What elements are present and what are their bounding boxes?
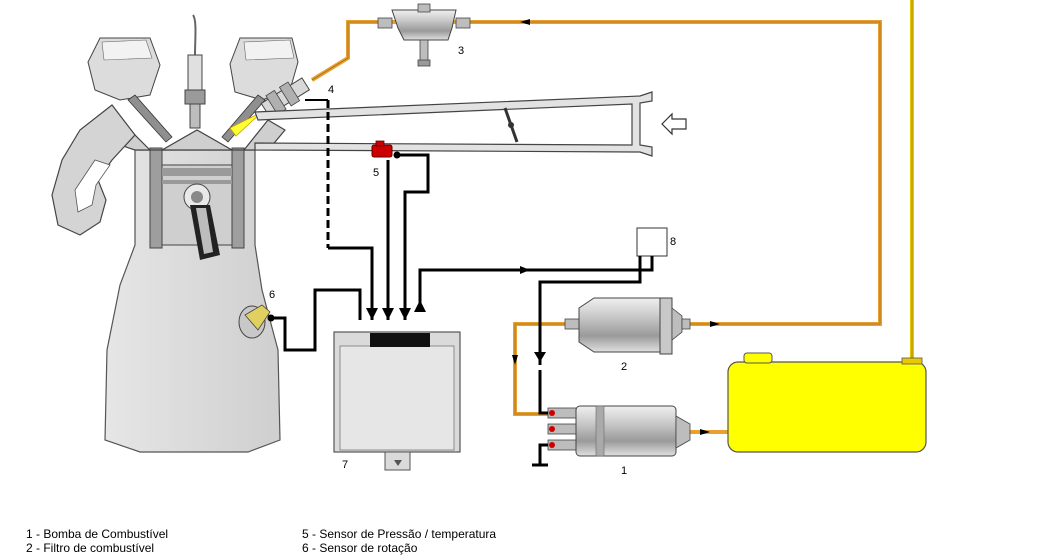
fuel-filter: [564, 297, 691, 355]
injector-spray: [229, 111, 263, 137]
legend-item-6: 6 - Sensor de rotação: [302, 541, 418, 555]
label-7: 7: [342, 459, 348, 471]
label-2: 2: [621, 361, 627, 373]
piston: [161, 164, 233, 260]
legend-item-2: 2 - Filtro de combustível: [26, 541, 155, 555]
rotation-sensor: [238, 304, 275, 339]
air-inlet-arrow: [661, 112, 687, 136]
engine: [51, 14, 311, 453]
label-6: 6: [269, 289, 275, 301]
label-8: 8: [670, 236, 676, 248]
fuel-supply-line: [470, 20, 882, 326]
label-4: 4: [328, 84, 334, 96]
fuel-injector: [260, 77, 311, 116]
legend-item-1: 1 - Bomba de Combustível: [26, 527, 169, 541]
label-1: 1: [621, 465, 627, 477]
label-3: 3: [458, 45, 464, 57]
pressure-regulator: [377, 3, 471, 67]
fuel-pump: [547, 405, 691, 457]
fuel-tank: [727, 352, 927, 453]
ecu: [333, 331, 461, 471]
wiring: [271, 99, 654, 467]
label-5: 5: [373, 167, 379, 179]
wire-arrows: [366, 266, 546, 362]
sensor-8-box: [636, 227, 668, 257]
legend-item-5: 5 - Sensor de Pressão / temperatura: [302, 527, 497, 541]
intake-manifold: [254, 91, 687, 157]
cylinder-head: [93, 117, 286, 151]
spark-plug: [184, 14, 206, 129]
